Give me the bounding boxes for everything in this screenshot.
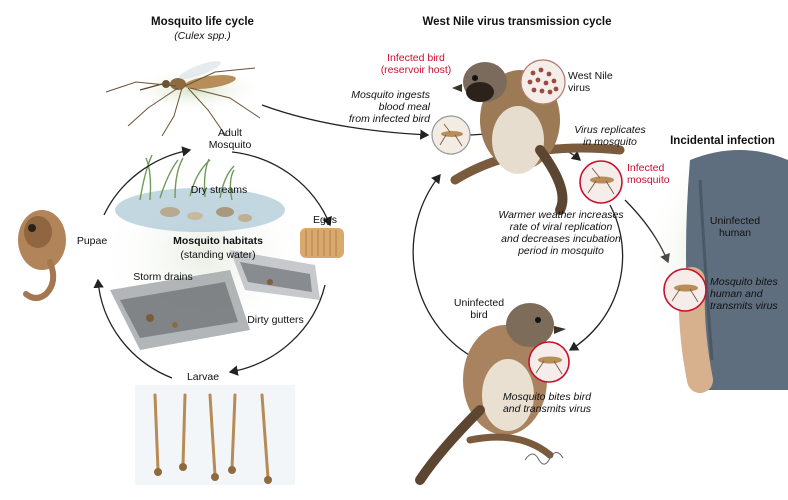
uninfected-bird-label: Uninfected bird (444, 297, 514, 321)
larvae-illustration (135, 385, 295, 485)
virus-magnified-circle (520, 59, 566, 105)
uninfected-bird-line1: Uninfected (453, 297, 505, 309)
infected-mosquito-circle (579, 160, 623, 204)
warmer-line2: rate of viral replication (509, 221, 613, 233)
eggs-illustration (300, 228, 344, 258)
uninfected-human-line1: Uninfected (709, 215, 761, 227)
warmer-line4: period in mosquito (518, 245, 604, 257)
larvae-label: Larvae (186, 371, 220, 383)
infected-mosquito-label: Infected mosquito (627, 162, 687, 186)
adult-label-line2: Mosquito (208, 139, 252, 151)
virus-label: West Nile virus (568, 70, 628, 94)
arrow-to-bird (261, 104, 430, 140)
bites-bird-label: Mosquito bites bird and transmits virus (482, 391, 612, 415)
warmer-line1: Warmer weather increases (498, 209, 624, 221)
virus-line1: West Nile (568, 70, 613, 82)
virus-line2: virus (568, 82, 591, 94)
infected-bird-line2: (reservoir host) (380, 64, 452, 76)
artist-signature (524, 452, 564, 465)
adult-mosquito-illustration (105, 61, 265, 137)
uninfected-bird-line2: bird (470, 309, 488, 321)
bites-human-line3: transmits virus (710, 300, 778, 312)
storm-drains-label: Storm drains (133, 271, 193, 283)
adult-label-line1: Adult (218, 127, 242, 139)
bites-bird-line2: and transmits virus (502, 403, 592, 415)
eggs-label: Eggs (313, 214, 337, 226)
bites-human-label: Mosquito bites human and transmits virus (710, 276, 786, 312)
pupae-illustration (18, 210, 66, 301)
dirty-gutters-label: Dirty gutters (247, 314, 304, 326)
bites-bird-line1: Mosquito bites bird (502, 391, 592, 403)
warmer-weather-label: Warmer weather increases rate of viral r… (486, 209, 636, 257)
blood-meal-line3: from infected bird (348, 113, 430, 125)
habitats-subtitle: (standing water) (180, 249, 256, 261)
pupae-label: Pupae (76, 235, 108, 247)
habitats-title: Mosquito habitats (173, 235, 263, 247)
life-cycle-subtitle: (Culex spp.) (174, 30, 231, 42)
infected-bird-line1: Infected bird (387, 52, 445, 64)
bites-bird-mosquito-circle (528, 341, 570, 383)
habitat-scene (95, 154, 320, 350)
uninfected-bird-illustration (415, 303, 566, 485)
bites-human-line2: human and (710, 288, 763, 300)
transmission-title: West Nile virus transmission cycle (422, 16, 612, 28)
adult-mosquito-label: Adult Mosquito (200, 127, 260, 151)
incidental-title: Incidental infection (670, 135, 775, 147)
bites-human-line1: Mosquito bites (710, 276, 778, 288)
blood-meal-line1: Mosquito ingests (351, 89, 430, 101)
replicates-line1: Virus replicates (574, 124, 646, 136)
infected-bird-label: Infected bird (reservoir host) (368, 52, 464, 76)
dry-streams-label: Dry streams (190, 184, 248, 196)
blood-meal-label: Mosquito ingests blood meal from infecte… (330, 89, 430, 125)
replicates-line2: in mosquito (583, 136, 637, 148)
blood-meal-mosquito-circle (431, 115, 471, 155)
uninfected-human-label: Uninfected human (700, 215, 770, 239)
bites-human-mosquito-circle (663, 268, 707, 312)
replicates-label: Virus replicates in mosquito (560, 124, 660, 148)
blood-meal-line2: blood meal (378, 101, 430, 113)
infected-mosquito-line1: Infected (627, 162, 665, 174)
life-cycle-title: Mosquito life cycle (151, 16, 254, 28)
warmer-line3: and decreases incubation (501, 233, 621, 245)
uninfected-human-line2: human (718, 227, 752, 239)
infected-mosquito-line2: mosquito (627, 174, 670, 186)
life-cycle-arrows (93, 146, 332, 379)
